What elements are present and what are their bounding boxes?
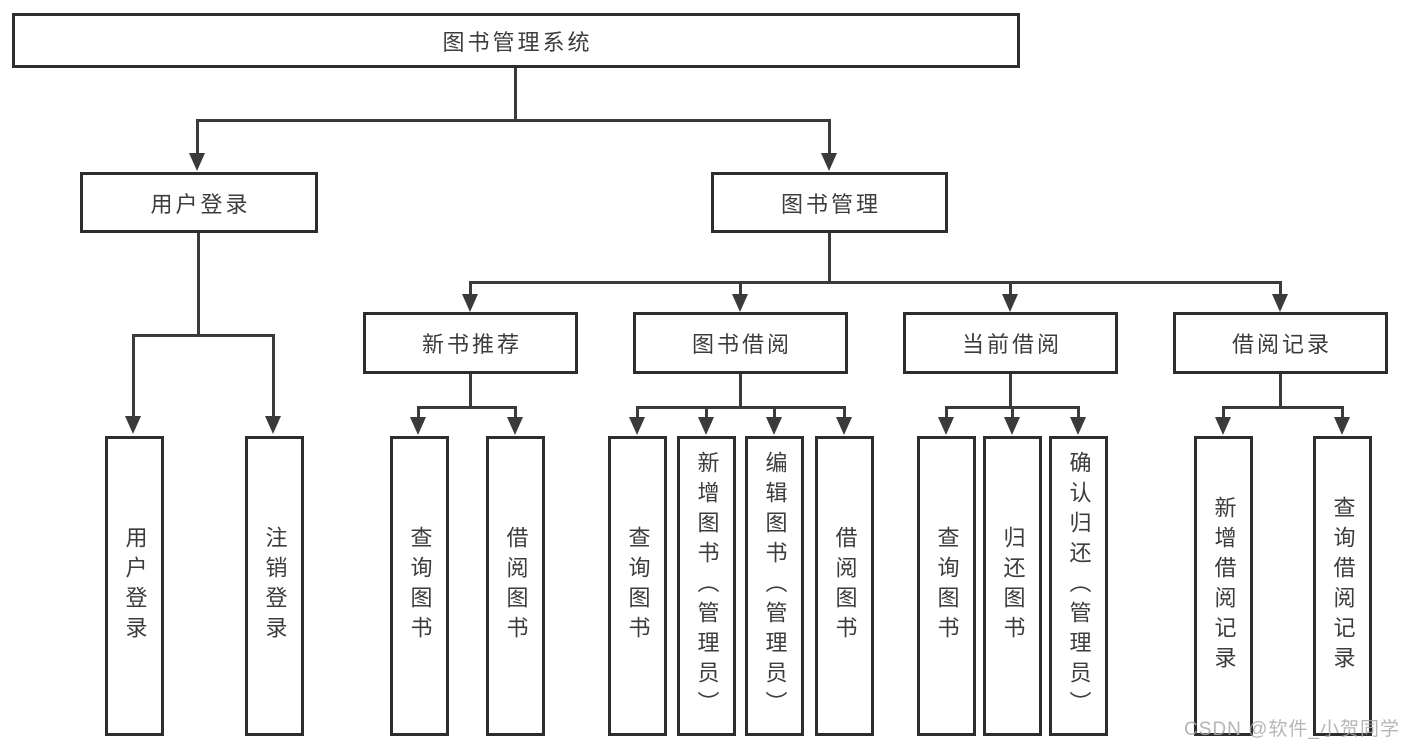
- connector-line: [197, 233, 200, 336]
- node-label: 用户登录: [150, 191, 251, 217]
- arrow-head: [462, 294, 478, 312]
- node-label: 查询图书: [625, 526, 651, 646]
- connector-line: [636, 406, 639, 421]
- node-label: 查询借阅记录: [1330, 496, 1356, 676]
- connector-line: [469, 374, 472, 408]
- arrow-head: [265, 416, 281, 434]
- connector-line: [739, 281, 742, 298]
- leaf-borrow-books-borrowing: 借阅图书: [815, 436, 874, 736]
- node-label: 注销登录: [262, 526, 288, 646]
- leaf-query-books-recommend: 查询图书: [390, 436, 449, 736]
- connector-line: [1009, 281, 1012, 298]
- connector-line: [417, 406, 517, 409]
- leaf-user-login: 用户登录: [105, 436, 164, 736]
- connector-line: [636, 406, 846, 409]
- leaf-add-books-admin: 新增图书（管理员）: [677, 436, 736, 736]
- arrow-head: [1004, 417, 1020, 435]
- arrow-head: [1272, 294, 1288, 312]
- node-label: 图书管理系统: [442, 29, 593, 55]
- arrow-head: [836, 417, 852, 435]
- node-user-login: 用户登录: [80, 172, 318, 233]
- arrow-head: [1070, 417, 1086, 435]
- node-label: 新书推荐: [421, 332, 522, 357]
- node-label: 确认归还（管理员）: [1066, 451, 1092, 721]
- leaf-confirm-return-admin: 确认归还（管理员）: [1049, 436, 1108, 736]
- leaf-return-books: 归还图书: [983, 436, 1042, 736]
- node-label: 归还图书: [1000, 526, 1026, 646]
- connector-line: [1011, 406, 1014, 421]
- arrow-head: [732, 294, 748, 312]
- node-book-borrowing: 图书借阅: [633, 312, 848, 374]
- connector-line: [1222, 406, 1225, 421]
- node-borrowing-records: 借阅记录: [1173, 312, 1388, 374]
- arrow-head: [766, 417, 782, 435]
- connector-line: [132, 334, 135, 420]
- connector-line: [828, 233, 831, 283]
- arrow-head: [938, 417, 954, 435]
- connector-line: [739, 374, 742, 408]
- node-book-management: 图书管理: [711, 172, 948, 233]
- leaf-query-books-borrowing: 查询图书: [608, 436, 667, 736]
- node-label: 图书管理: [780, 191, 881, 217]
- node-library-management-system: 图书管理系统: [12, 13, 1020, 68]
- node-label: 用户登录: [122, 526, 148, 646]
- leaf-add-borrow-record: 新增借阅记录: [1194, 436, 1253, 736]
- arrow-head: [698, 417, 714, 435]
- connector-line: [132, 334, 275, 337]
- connector-line: [514, 68, 517, 121]
- arrow-head: [507, 417, 523, 435]
- arrow-head: [410, 417, 426, 435]
- leaf-query-borrow-record: 查询借阅记录: [1313, 436, 1372, 736]
- connector-line: [196, 119, 831, 122]
- connector-line: [705, 406, 708, 421]
- arrow-head: [1215, 417, 1231, 435]
- connector-line: [843, 406, 846, 421]
- arrow-head: [821, 153, 837, 171]
- connector-line: [417, 406, 420, 421]
- connector-line: [196, 119, 199, 157]
- arrow-head: [125, 416, 141, 434]
- node-label: 当前借阅: [961, 332, 1062, 357]
- arrow-head: [629, 417, 645, 435]
- connector-line: [1279, 281, 1282, 298]
- connector-line: [469, 281, 472, 298]
- node-label: 新增借阅记录: [1211, 496, 1237, 676]
- connector-line: [773, 406, 776, 421]
- node-label: 新增图书（管理员）: [694, 451, 720, 721]
- node-label: 借阅图书: [832, 526, 858, 646]
- node-label: 图书借阅: [691, 332, 792, 357]
- node-label: 借阅记录: [1231, 332, 1332, 357]
- connector-line: [1077, 406, 1080, 421]
- node-new-book-recommend: 新书推荐: [363, 312, 578, 374]
- leaf-query-books-current: 查询图书: [917, 436, 976, 736]
- connector-line: [1222, 406, 1344, 409]
- arrow-head: [1002, 294, 1018, 312]
- node-label: 查询图书: [934, 526, 960, 646]
- connector-line: [1341, 406, 1344, 421]
- leaf-borrow-books-recommend: 借阅图书: [486, 436, 545, 736]
- leaf-logout: 注销登录: [245, 436, 304, 736]
- arrow-head: [1334, 417, 1350, 435]
- connector-line: [828, 119, 831, 157]
- node-label: 查询图书: [407, 526, 433, 646]
- node-current-borrowing: 当前借阅: [903, 312, 1118, 374]
- connector-line: [272, 334, 275, 420]
- connector-line: [945, 406, 948, 421]
- connector-line: [469, 281, 1282, 284]
- leaf-edit-books-admin: 编辑图书（管理员）: [745, 436, 804, 736]
- node-label: 编辑图书（管理员）: [762, 451, 788, 721]
- connector-line: [514, 406, 517, 421]
- node-label: 借阅图书: [503, 526, 529, 646]
- arrow-head: [189, 153, 205, 171]
- connector-line: [1279, 374, 1282, 408]
- connector-line: [1009, 374, 1012, 408]
- csdn-watermark: CSDN @软件_小贺同学: [1184, 719, 1400, 740]
